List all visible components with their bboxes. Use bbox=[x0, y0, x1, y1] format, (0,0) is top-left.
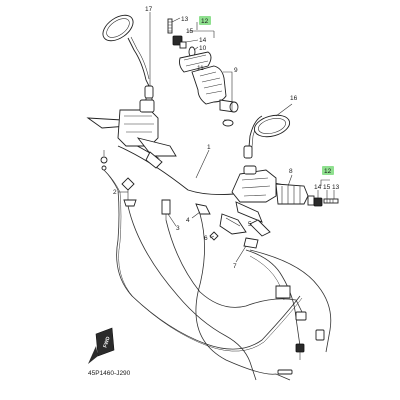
highlight-12-right bbox=[322, 166, 334, 175]
throttle-cables bbox=[127, 205, 332, 381]
callout-13-right: 13 bbox=[332, 184, 340, 191]
callout-7: 7 bbox=[233, 263, 237, 270]
fwd-label: FWD bbox=[102, 336, 111, 349]
callout-6: 6 bbox=[204, 235, 208, 242]
callout-8: 8 bbox=[289, 168, 293, 175]
left-mirror bbox=[102, 14, 154, 103]
middle-leaders bbox=[195, 103, 335, 199]
right-control-assembly bbox=[231, 165, 339, 237]
callout-14-top: 14 bbox=[199, 37, 207, 44]
callout-12-right: 12 bbox=[324, 168, 332, 175]
lower-fittings bbox=[121, 177, 259, 249]
cable-fittings bbox=[275, 285, 325, 375]
callout-4: 4 bbox=[186, 217, 190, 224]
callout-2: 2 bbox=[113, 189, 117, 196]
callout-15-top: 15 bbox=[186, 28, 194, 35]
callout-16: 16 bbox=[290, 95, 298, 102]
callout-15-right: 15 bbox=[323, 184, 331, 191]
callout-3: 3 bbox=[176, 225, 180, 232]
right-grip-exploded bbox=[167, 18, 239, 127]
right-mirror bbox=[243, 114, 291, 159]
callout-11: 11 bbox=[197, 65, 204, 72]
diagram-code: 45P1460-J290 bbox=[88, 370, 131, 377]
left-control-assembly bbox=[86, 99, 177, 171]
callout-1: 1 bbox=[207, 144, 211, 151]
clutch-cable bbox=[103, 169, 303, 352]
lower-leaders bbox=[118, 191, 247, 263]
callout-14-right: 14 bbox=[314, 184, 322, 191]
callout-12-top: 12 bbox=[201, 18, 209, 25]
top-group-leaders bbox=[149, 12, 233, 121]
callout-9: 9 bbox=[234, 67, 238, 74]
fwd-arrow: FWD bbox=[88, 327, 115, 364]
callout-13-top: 13 bbox=[181, 16, 189, 23]
callout-5: 5 bbox=[248, 221, 252, 228]
callout-10: 10 bbox=[199, 45, 207, 52]
highlight-12-top bbox=[199, 16, 211, 25]
callout-17: 17 bbox=[145, 6, 153, 13]
